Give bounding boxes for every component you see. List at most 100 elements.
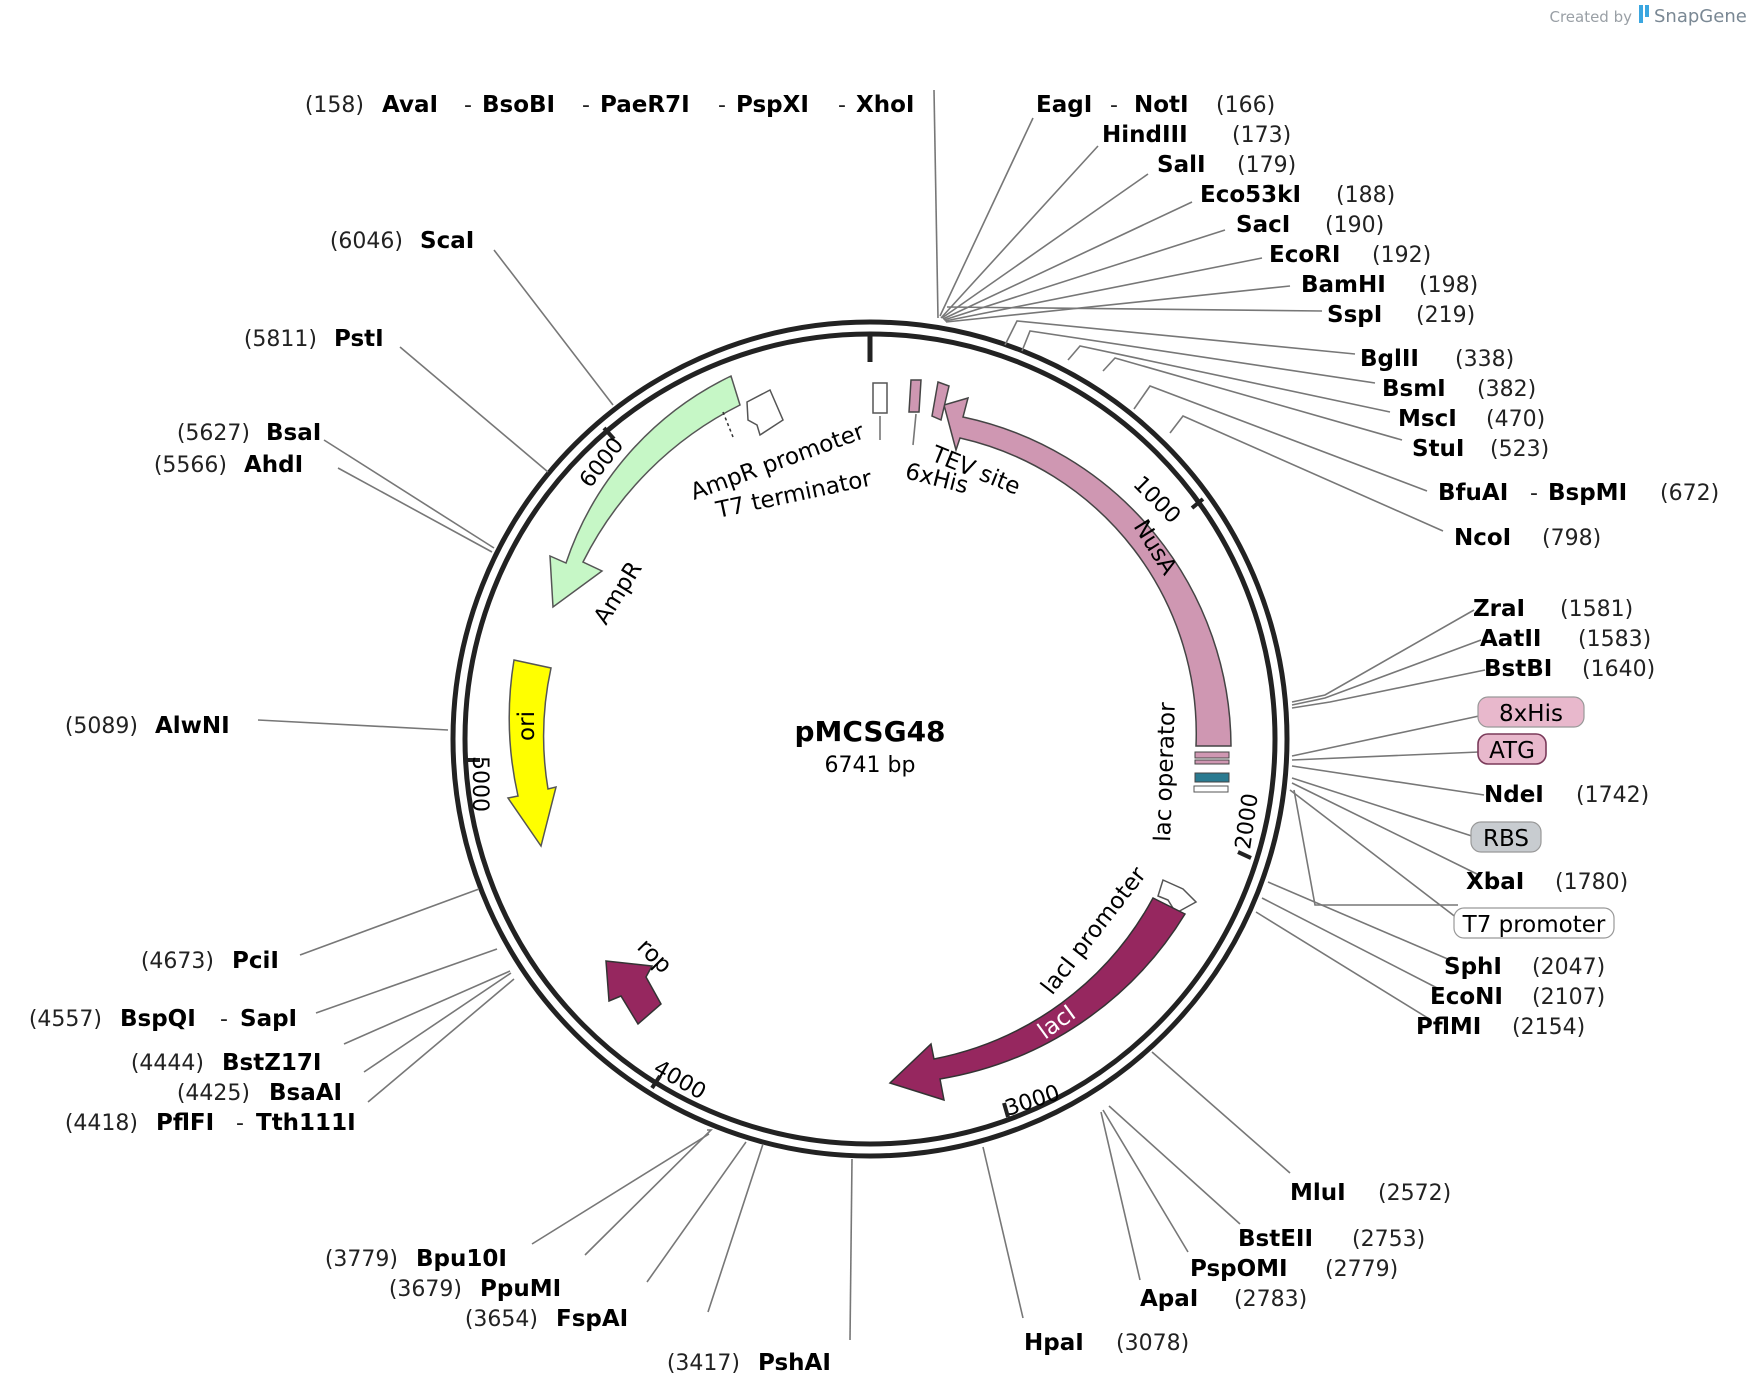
svg-text:PspOMI: PspOMI (1190, 1256, 1288, 1282)
feature-box-t7-promoter[interactable]: T7 promoter (1453, 907, 1615, 939)
feature-box-8xhis[interactable]: 8xHis (1477, 696, 1585, 728)
svg-text:MscI: MscI (1398, 406, 1457, 432)
svg-text:(5089): (5089) (65, 714, 138, 739)
feature-8xhis-stripe[interactable] (1194, 751, 1230, 759)
site-label-sphi[interactable]: SphI (2047) (1444, 954, 1605, 980)
svg-text:StuI: StuI (1412, 436, 1465, 462)
svg-text:-: - (1530, 481, 1538, 506)
svg-text:ScaI: ScaI (420, 228, 474, 254)
leader-lines (257, 89, 1486, 1341)
site-label-avai-group[interactable]: (158) AvaI - BsoBI - PaeR7I - PspXI - Xh… (305, 92, 915, 118)
site-label-saci[interactable]: SacI (190) (1236, 212, 1384, 238)
svg-text:NdeI: NdeI (1484, 782, 1544, 808)
site-label-apai[interactable]: ApaI (2783) (1140, 1286, 1307, 1312)
svg-text:-: - (236, 1111, 244, 1136)
site-label-bpu10i[interactable]: (3779) Bpu10I (325, 1246, 507, 1272)
site-label-scai[interactable]: (6046) ScaI (330, 228, 474, 254)
feature-ampr-arrow[interactable] (549, 374, 741, 609)
svg-text:-: - (838, 93, 846, 118)
site-name: PspXI (736, 92, 809, 118)
feature-ori-arrow[interactable] (506, 659, 558, 848)
site-label-aatii[interactable]: AatII (1583) (1480, 626, 1651, 652)
site-label-sspi[interactable]: SspI (219) (1327, 302, 1475, 328)
site-label-bglii[interactable]: BglII (338) (1360, 346, 1514, 372)
site-label-bsai[interactable]: (5627) BsaI (177, 420, 321, 446)
site-label-msci[interactable]: MscI (470) (1398, 406, 1545, 432)
site-label-ecori[interactable]: EcoRI (192) (1269, 242, 1431, 268)
svg-text:BsaAI: BsaAI (269, 1080, 342, 1106)
feature-t7-terminator-arrow[interactable] (746, 388, 784, 437)
svg-text:(179): (179) (1237, 153, 1296, 178)
site-label-psti[interactable]: (5811) PstI (244, 326, 384, 352)
site-label-econi[interactable]: EcoNI (2107) (1430, 984, 1605, 1010)
credit-prefix: Created by (1549, 8, 1632, 26)
svg-text:(470): (470) (1486, 407, 1545, 432)
site-name: BsoBI (482, 92, 555, 118)
site-label-pflfi-group[interactable]: (4418) PflFI - Tth111I (65, 1110, 356, 1136)
svg-text:BglII: BglII (1360, 346, 1419, 372)
site-label-hindiii[interactable]: HindIII (173) (1102, 122, 1291, 148)
svg-text:(3779): (3779) (325, 1247, 398, 1272)
feature-lac-operator-box[interactable] (1194, 772, 1230, 783)
site-label-ndei[interactable]: NdeI (1742) (1484, 782, 1649, 808)
site-label-bsmi[interactable]: BsmI (382) (1382, 376, 1536, 402)
svg-text:8xHis: 8xHis (1499, 701, 1563, 727)
feature-tev-site-arrow[interactable] (931, 380, 950, 422)
site-label-zrai[interactable]: ZraI (1581) (1473, 596, 1633, 622)
svg-text:BstBI: BstBI (1484, 656, 1552, 682)
svg-text:SapI: SapI (240, 1006, 297, 1032)
site-label-eagi-group[interactable]: EagI - NotI (166) (1036, 92, 1275, 118)
site-label-stui[interactable]: StuI (523) (1412, 436, 1549, 462)
site-label-bfuai-group[interactable]: BfuAI - BspMI (672) (1438, 480, 1719, 506)
site-label-bstbi[interactable]: BstBI (1640) (1484, 656, 1655, 682)
svg-text:PpuMI: PpuMI (480, 1276, 561, 1302)
feature-label-ori: ori (514, 711, 540, 741)
svg-text:BsmI: BsmI (1382, 376, 1446, 402)
svg-text:(672): (672) (1660, 481, 1719, 506)
site-label-pcii[interactable]: (4673) PciI (141, 948, 279, 974)
svg-text:(188): (188) (1336, 183, 1395, 208)
site-label-ncoi[interactable]: NcoI (798) (1454, 525, 1601, 551)
site-label-alwni[interactable]: (5089) AlwNI (65, 713, 230, 739)
svg-text:(3078): (3078) (1116, 1331, 1189, 1356)
svg-text:(2779): (2779) (1325, 1257, 1398, 1282)
site-label-bsteii[interactable]: BstEII (2753) (1238, 1226, 1425, 1252)
svg-text:XbaI: XbaI (1466, 869, 1524, 895)
feature-rbs-stripe[interactable] (1193, 785, 1229, 793)
site-label-bstz17i[interactable]: (4444) BstZ17I (131, 1050, 322, 1076)
feature-rop-arrow[interactable] (605, 960, 662, 1026)
feature-6xhis-arrow[interactable] (908, 379, 922, 413)
svg-text:ATG: ATG (1489, 738, 1535, 764)
tick-label-5000: 5000 (467, 756, 492, 812)
site-label-mlui[interactable]: MluI (2572) (1290, 1180, 1451, 1206)
site-name: XhoI (856, 92, 914, 118)
feature-laci-arrow[interactable] (888, 897, 1187, 1102)
site-label-hpai[interactable]: HpaI (3078) (1024, 1330, 1189, 1356)
feature-box-atg[interactable]: ATG (1477, 733, 1547, 765)
svg-text:(4444): (4444) (131, 1051, 204, 1076)
site-label-pspomi[interactable]: PspOMI (2779) (1190, 1256, 1398, 1282)
svg-text:SphI: SphI (1444, 954, 1502, 980)
svg-text:(3654): (3654) (465, 1307, 538, 1332)
feature-ampr-promoter-box[interactable] (872, 382, 888, 414)
site-label-pflmi[interactable]: PflMI (2154) (1416, 1014, 1585, 1040)
svg-text:EagI: EagI (1036, 92, 1092, 118)
site-label-pshai[interactable]: (3417) PshAI (667, 1350, 831, 1376)
site-label-fspai[interactable]: (3654) FspAI (465, 1306, 628, 1332)
site-label-xbai[interactable]: XbaI (1780) (1466, 869, 1628, 895)
site-label-sali[interactable]: SalI (179) (1157, 152, 1296, 178)
feature-box-rbs[interactable]: RBS (1470, 821, 1542, 853)
site-label-bspqi-group[interactable]: (4557) BspQI - SapI (29, 1006, 297, 1032)
svg-text:BstEII: BstEII (1238, 1226, 1313, 1252)
feature-atg-stripe[interactable] (1194, 759, 1230, 765)
site-label-ahdi[interactable]: (5566) AhdI (154, 452, 303, 478)
site-label-eco53ki[interactable]: Eco53kI (188) (1200, 182, 1395, 208)
site-label-ppumi[interactable]: (3679) PpuMI (389, 1276, 561, 1302)
svg-text:SspI: SspI (1327, 302, 1382, 328)
svg-text:(190): (190) (1325, 213, 1384, 238)
site-label-bsaai[interactable]: (4425) BsaAI (177, 1080, 342, 1106)
tick-label-2000: 2000 (1231, 792, 1264, 851)
svg-text:AhdI: AhdI (244, 452, 303, 478)
site-label-bamhi[interactable]: BamHI (198) (1301, 272, 1478, 298)
feature-nusa-arrow[interactable] (943, 396, 1232, 747)
